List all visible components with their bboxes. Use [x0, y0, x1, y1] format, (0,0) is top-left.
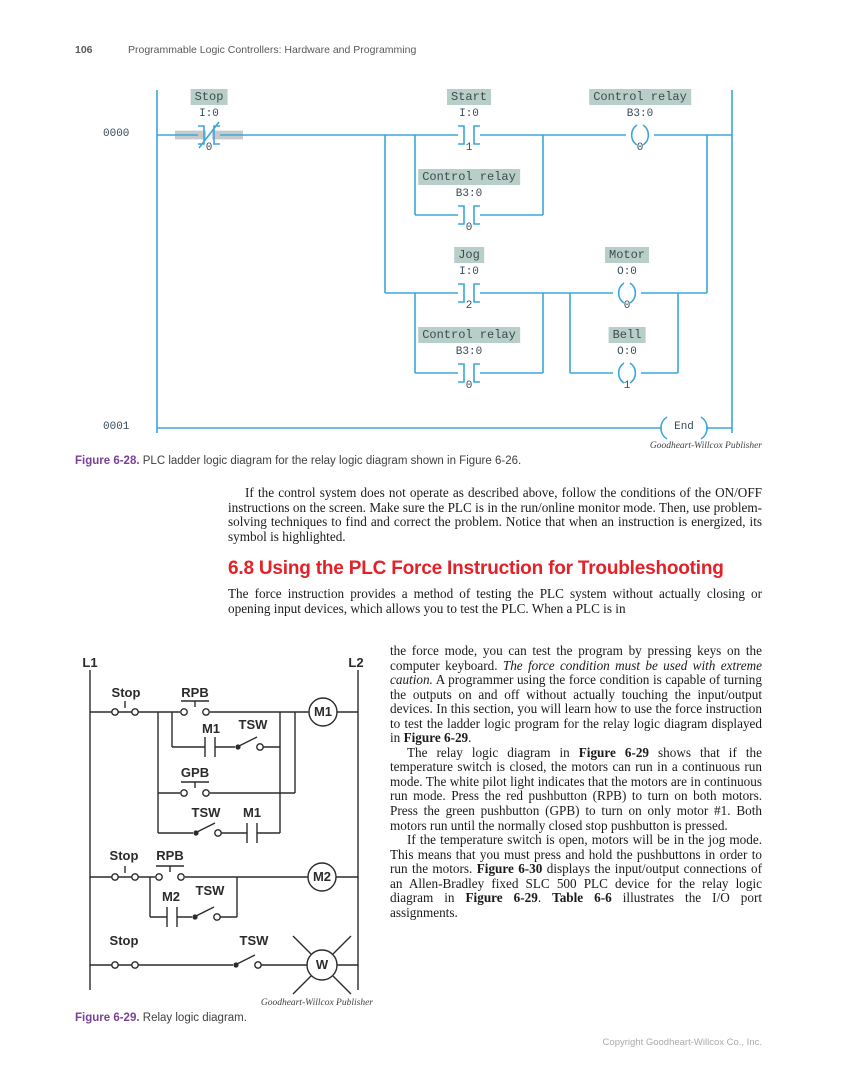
label-tsw-branch: TSW: [191, 805, 221, 820]
rung-number-0001: 0001: [103, 421, 130, 433]
figure-6-29-caption-label: Figure 6-29.: [75, 1012, 140, 1024]
label-stop-rung2: Stop: [109, 848, 139, 863]
plc-ladder-diagram: [156, 90, 733, 440]
figure-6-28-caption: Figure 6-28. PLC ladder logic diagram fo…: [75, 455, 521, 467]
figure-6-28-caption-text: PLC ladder logic diagram for the relay l…: [142, 455, 522, 467]
instruction-bit-jog: 2: [465, 300, 473, 312]
relay-text-1: The relay logic diagram in: [407, 744, 579, 760]
instruction-label-control-relay-seal: Control relay: [418, 169, 520, 185]
label-tsw-seal: TSW: [238, 717, 268, 732]
instruction-bit-stop: 0: [205, 142, 213, 154]
instruction-address-control-relay-seal: B3:0: [455, 188, 483, 200]
instruction-bit-start: 1: [465, 142, 473, 154]
instruction-label-bell: Bell: [608, 327, 646, 343]
instruction-bit-control-relay-seal: 0: [465, 222, 473, 234]
paragraph-jog-mode: If the temperature switch is open, motor…: [390, 832, 763, 920]
instruction-bit-control-relay-coil: 0: [636, 142, 644, 154]
instruction-label-stop: Stop: [190, 89, 228, 105]
figure-6-29-caption: Figure 6-29. Relay logic diagram.: [75, 1012, 247, 1024]
rail-label-l1: L1: [82, 655, 98, 670]
figure-6-29-reference: Figure 6-29: [578, 744, 650, 760]
jog-text-4: illustrates the I/O port assignments.: [390, 890, 763, 920]
force-text-end: .: [468, 730, 472, 746]
force-text-1: the force mode, you can test the program…: [390, 643, 762, 673]
jog-text-2: displays the input/output connections of…: [390, 861, 762, 906]
label-rpb-rung2: RPB: [156, 848, 184, 863]
figure-6-29-reference: Figure 6-29: [465, 890, 538, 906]
jog-text-1: If the temperature switch is open, motor…: [390, 832, 762, 877]
instruction-address-motor: O:0: [617, 266, 637, 278]
instruction-address-control-relay-jog: B3:0: [455, 346, 483, 358]
table-6-6-reference: Table 6-6: [552, 890, 612, 906]
instruction-address-jog: I:0: [459, 266, 479, 278]
device-label-pilot-light: W: [315, 957, 329, 972]
label-rpb-rung1: RPB: [181, 685, 209, 700]
rail-label-l2: L2: [348, 655, 364, 670]
main-text-column: If the control system does not operate a…: [228, 485, 762, 617]
force-caution-italic: The force condition must be used with ex…: [390, 657, 762, 688]
instruction-address-bell: O:0: [617, 346, 637, 358]
figure-6-29-caption-text: Relay logic diagram.: [142, 1012, 247, 1024]
device-label-m2-coil: M2: [312, 869, 332, 884]
paragraph-relay-diagram: The relay logic diagram in Figure 6-29 s…: [390, 744, 762, 833]
figure-6-30-reference: Figure 6-30: [476, 861, 543, 877]
paragraph-intro: If the control system does not operate a…: [228, 485, 762, 544]
instruction-address-stop: I:0: [199, 108, 219, 120]
figure-6-29-credit: Goodheart-Willcox Publisher: [260, 998, 373, 1008]
label-m1-seal: M1: [201, 721, 221, 736]
instruction-address-control-relay-coil: B3:0: [626, 108, 654, 120]
wrapped-text-column: the force mode, you can test the program…: [390, 643, 763, 920]
relay-terminals: [111, 697, 338, 981]
section-heading: 6.8 Using the PLC Force Instruction for …: [228, 558, 724, 580]
label-tsw-rung2: TSW: [195, 883, 225, 898]
force-text-2: A programmer using the force condition i…: [390, 672, 762, 746]
rung-number-0000: 0000: [103, 128, 130, 140]
paragraph-force-lead: The force instruction provides a method …: [228, 586, 762, 616]
label-stop-rung1: Stop: [111, 685, 141, 700]
end-instruction-label: End: [674, 421, 694, 433]
label-tsw-rung3: TSW: [239, 933, 269, 948]
footer-copyright: Copyright Goodheart-Willcox Co., Inc.: [602, 1037, 762, 1048]
instruction-label-control-relay-jog: Control relay: [418, 327, 520, 343]
jog-text-3: .: [537, 890, 553, 906]
energized-highlight: [175, 130, 243, 140]
instruction-bit-motor: 0: [623, 300, 631, 312]
label-gpb: GPB: [180, 765, 210, 780]
device-label-m1-coil: M1: [313, 704, 333, 719]
ladder-wires: [156, 90, 733, 440]
instruction-label-motor: Motor: [604, 247, 650, 263]
instruction-bit-bell: 1: [623, 380, 631, 392]
instruction-label-jog: Jog: [454, 247, 484, 263]
figure-6-29-reference: Figure 6-29: [403, 730, 469, 746]
figure-6-28-caption-label: Figure 6-28.: [75, 455, 140, 467]
relay-text-2: shows that if the temperature switch is …: [390, 744, 762, 833]
instruction-address-start: I:0: [459, 108, 479, 120]
page-number: 106: [75, 44, 93, 56]
paragraph-force-continued: the force mode, you can test the program…: [390, 643, 762, 746]
instruction-bit-control-relay-jog: 0: [465, 380, 473, 392]
instruction-label-start: Start: [446, 89, 492, 105]
figure-6-28-credit: Goodheart-Willcox Publisher: [649, 441, 762, 451]
label-stop-rung3: Stop: [109, 933, 139, 948]
label-m2-seal: M2: [161, 889, 181, 904]
page-header-title: Programmable Logic Controllers: Hardware…: [128, 44, 417, 56]
label-m1-branch: M1: [242, 805, 262, 820]
instruction-label-control-relay-coil: Control relay: [589, 89, 691, 105]
